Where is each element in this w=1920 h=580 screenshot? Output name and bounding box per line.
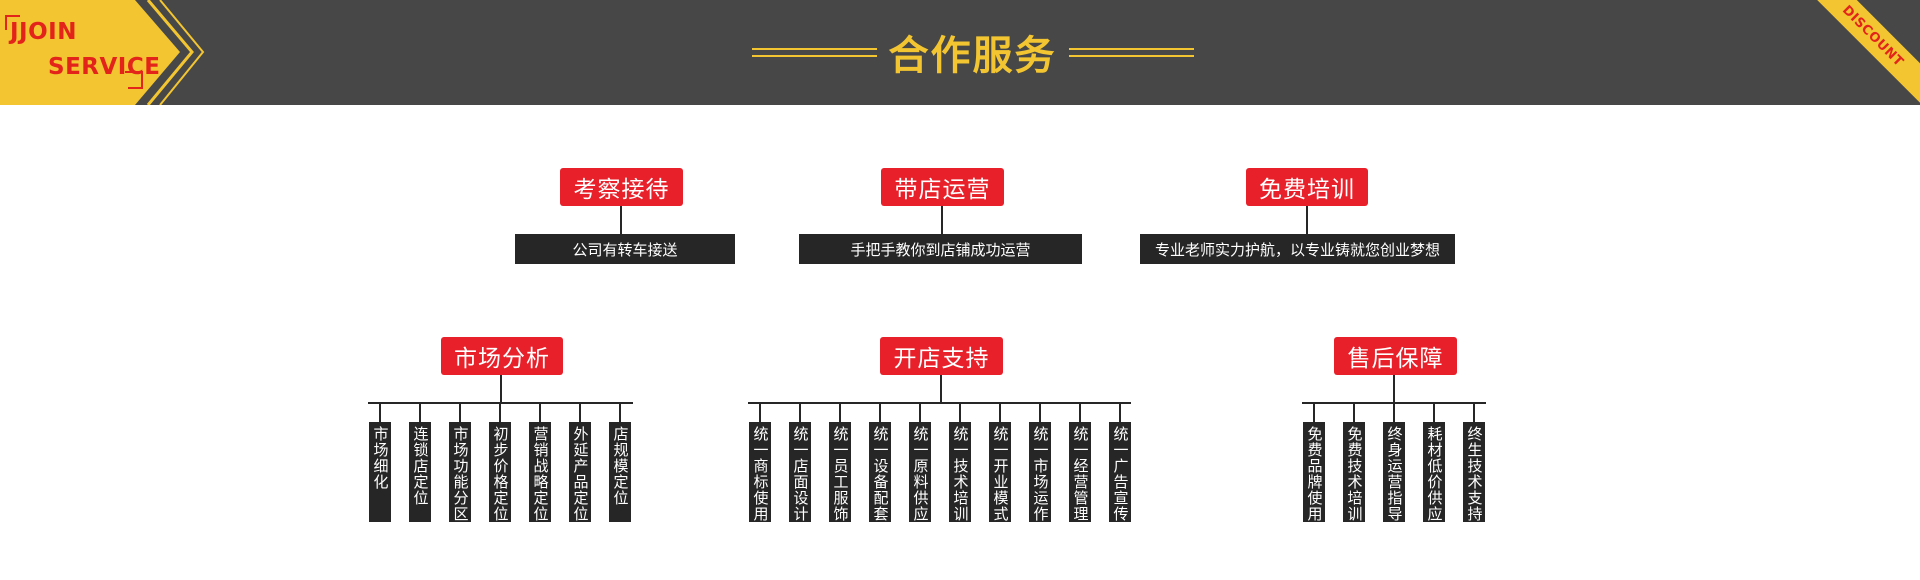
tree-leaf-item: 市场细化 [369, 422, 391, 522]
title-left-lines [751, 47, 877, 57]
leaf-connector [619, 404, 621, 422]
discount-label: DISCOUNT [1839, 2, 1907, 70]
tree-leaf-item: 终身运营指导 [1383, 422, 1405, 522]
tree-leaf-item: 店规模定位 [609, 422, 631, 522]
discount-ribbon: DISCOUNT [1795, 0, 1920, 105]
leaf-connector [919, 404, 921, 422]
group-title-market-analysis: 市场分析 [441, 337, 563, 375]
service-title-inspection: 考察接待 [560, 168, 683, 206]
logo-text-line2: SERVICE [48, 54, 161, 80]
tree-leaf-item: 统一技术培训 [949, 422, 971, 522]
leaf-connector [879, 404, 881, 422]
leaf-connector [839, 404, 841, 422]
tree-leaf-item: 统一市场运作 [1029, 422, 1051, 522]
tree-leaf-item: 统一店面设计 [789, 422, 811, 522]
logo-badge [0, 0, 205, 105]
leaf-connector [1079, 404, 1081, 422]
tree-leaf-item: 市场功能分区 [449, 422, 471, 522]
tree-leaf-item: 免费品牌使用 [1303, 422, 1325, 522]
tree-leaf-item: 终生技术支持 [1463, 422, 1485, 522]
tree-leaf-item: 统一广告宣传 [1109, 422, 1131, 522]
tree-leaf-item: 连锁店定位 [409, 422, 431, 522]
service-title-operation: 带店运营 [881, 168, 1004, 206]
tree-leaf-item: 统一开业模式 [989, 422, 1011, 522]
tree-branch-bar [1302, 402, 1486, 404]
leaf-connector [1039, 404, 1041, 422]
connector [620, 206, 622, 234]
tree-leaf-item: 免费技术培训 [1343, 422, 1365, 522]
tree-leaf-item: 统一经营管理 [1069, 422, 1091, 522]
service-desc-training: 专业老师实力护航，以专业铸就您创业梦想 [1140, 234, 1455, 264]
leaf-connector [579, 404, 581, 422]
logo-text-line1: JJOIN [10, 19, 77, 45]
leaf-connector [959, 404, 961, 422]
group-title-store-support: 开店支持 [880, 337, 1003, 375]
tree-branch-bar [368, 402, 633, 404]
leaf-connector [499, 404, 501, 422]
leaf-connector [1433, 404, 1435, 422]
tree-leaf-item: 初步价格定位 [489, 422, 511, 522]
leaf-connector [419, 404, 421, 422]
page-title: 合作服务 [888, 33, 1057, 79]
leaf-connector [1119, 404, 1121, 422]
group-title-after-sales: 售后保障 [1334, 337, 1457, 375]
tree-leaf-item: 外延产品定位 [569, 422, 591, 522]
leaf-connector [1473, 404, 1475, 422]
tree-leaf-item: 统一员工服饰 [829, 422, 851, 522]
leaf-connector [459, 404, 461, 422]
service-title-training: 免费培训 [1246, 168, 1368, 206]
leaf-connector [1313, 404, 1315, 422]
service-desc-inspection: 公司有转车接送 [515, 234, 735, 264]
service-desc-operation: 手把手教你到店铺成功运营 [799, 234, 1082, 264]
tree-leaf-item: 耗材低价供应 [1423, 422, 1445, 522]
leaf-connector [799, 404, 801, 422]
tree-leaf-item: 营销战略定位 [529, 422, 551, 522]
leaf-connector [759, 404, 761, 422]
leaf-connector [539, 404, 541, 422]
leaf-connector [379, 404, 381, 422]
header-banner: JJOIN SERVICE 合作服务 DISCOUNT [0, 0, 1920, 105]
tree-stem [940, 375, 942, 403]
tree-branch-bar [748, 402, 1131, 404]
connector [1306, 206, 1308, 234]
tree-stem [1393, 375, 1395, 403]
connector [941, 206, 943, 234]
leaf-connector [1393, 404, 1395, 422]
leaf-connector [1353, 404, 1355, 422]
leaf-connector [999, 404, 1001, 422]
tree-leaf-item: 统一原料供应 [909, 422, 931, 522]
title-right-lines [1068, 47, 1194, 57]
banner-title-group: 合作服务 [750, 24, 1195, 80]
tree-leaf-item: 统一商标使用 [749, 422, 771, 522]
tree-stem [500, 375, 502, 403]
tree-leaf-item: 统一设备配套 [869, 422, 891, 522]
